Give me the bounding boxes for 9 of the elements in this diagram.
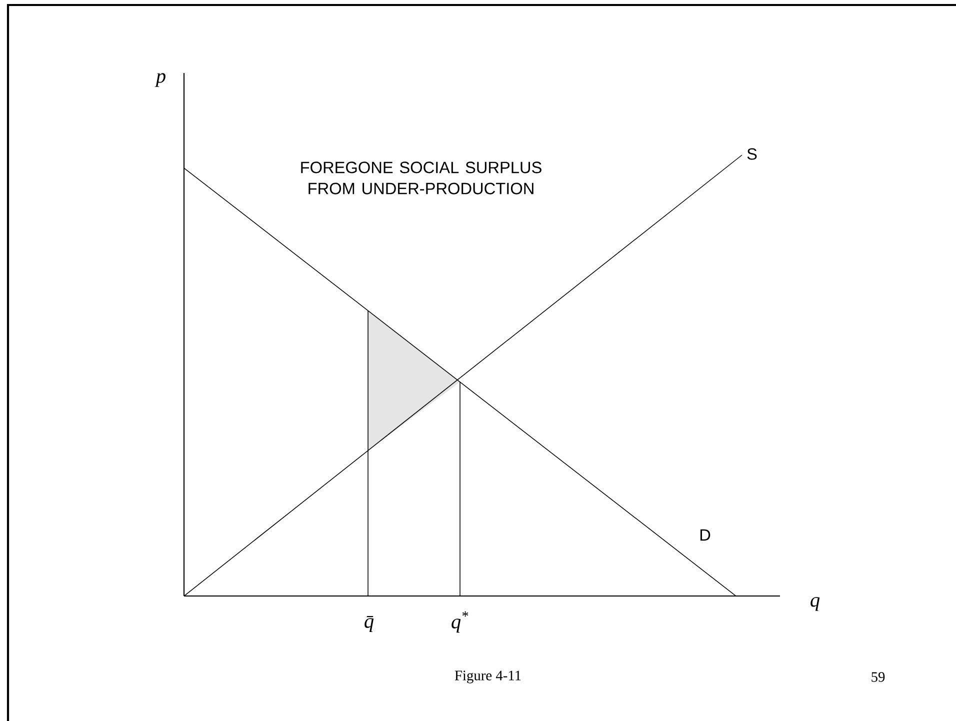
figure-caption: Figure 4-11 bbox=[454, 670, 521, 684]
axis-label: p bbox=[154, 73, 166, 87]
axis-label: q bbox=[810, 597, 820, 611]
tick-label: q̄ bbox=[364, 616, 374, 632]
curve-label: D bbox=[700, 529, 710, 541]
curve-label: S bbox=[747, 148, 757, 160]
annotation-text: FOREGONE SOCIAL SURPLUS FROM UNDER-PRODUCTION bbox=[301, 162, 542, 194]
page-number: 59 bbox=[872, 672, 885, 682]
tick-label: q$^{*}$ bbox=[452, 611, 468, 633]
